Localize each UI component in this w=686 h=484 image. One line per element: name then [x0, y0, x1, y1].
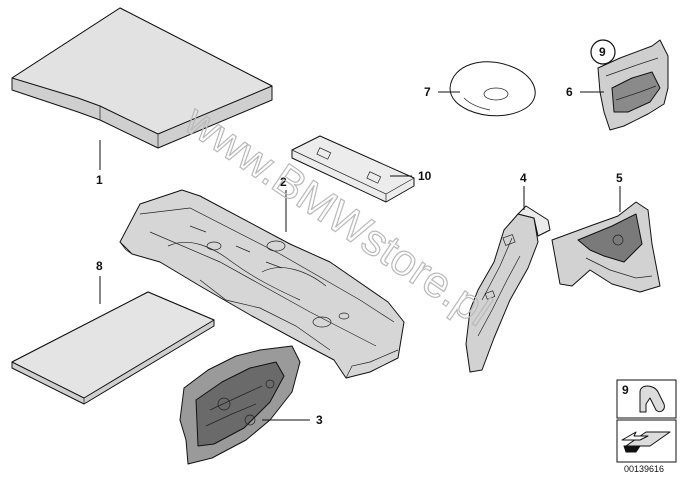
callout-4: 4: [520, 171, 527, 185]
legend-clip-label: 9: [622, 383, 629, 397]
part-8-trunk-mat[interactable]: [11, 291, 215, 405]
callout-8: 8: [96, 259, 103, 273]
drawing-number: 00139616: [624, 464, 664, 474]
callout-6: 6: [566, 85, 573, 99]
part-1-trunk-floor-panel[interactable]: [11, 7, 273, 149]
part-6-insulation-piece[interactable]: [597, 39, 669, 131]
callout-9: 9: [599, 45, 606, 59]
part-7-round-insulation-disc[interactable]: [449, 61, 536, 117]
leader-lines: [99, 91, 621, 421]
part-10-insulation-strip[interactable]: [291, 135, 415, 203]
part-3-side-panel-insulation[interactable]: [179, 345, 301, 465]
clip-icon: [639, 385, 665, 413]
arrow-icon: [621, 431, 671, 453]
callout-1: 1: [96, 173, 103, 187]
callout-2: 2: [280, 175, 287, 189]
part-4-wheel-arch-insulation[interactable]: [465, 205, 551, 373]
callout-5: 5: [616, 171, 623, 185]
legend-drawing-box: 00139616: [616, 419, 677, 474]
callout-3: 3: [316, 413, 323, 427]
part-5-wheel-housing-insulation-right[interactable]: [551, 201, 661, 293]
callout-7: 7: [424, 85, 431, 99]
callout-10: 10: [418, 169, 432, 183]
part-2-rear-panel-insulation[interactable]: [119, 189, 405, 379]
legend-clip-box: 9: [616, 379, 677, 419]
callout-9-circled: 9: [590, 39, 616, 65]
